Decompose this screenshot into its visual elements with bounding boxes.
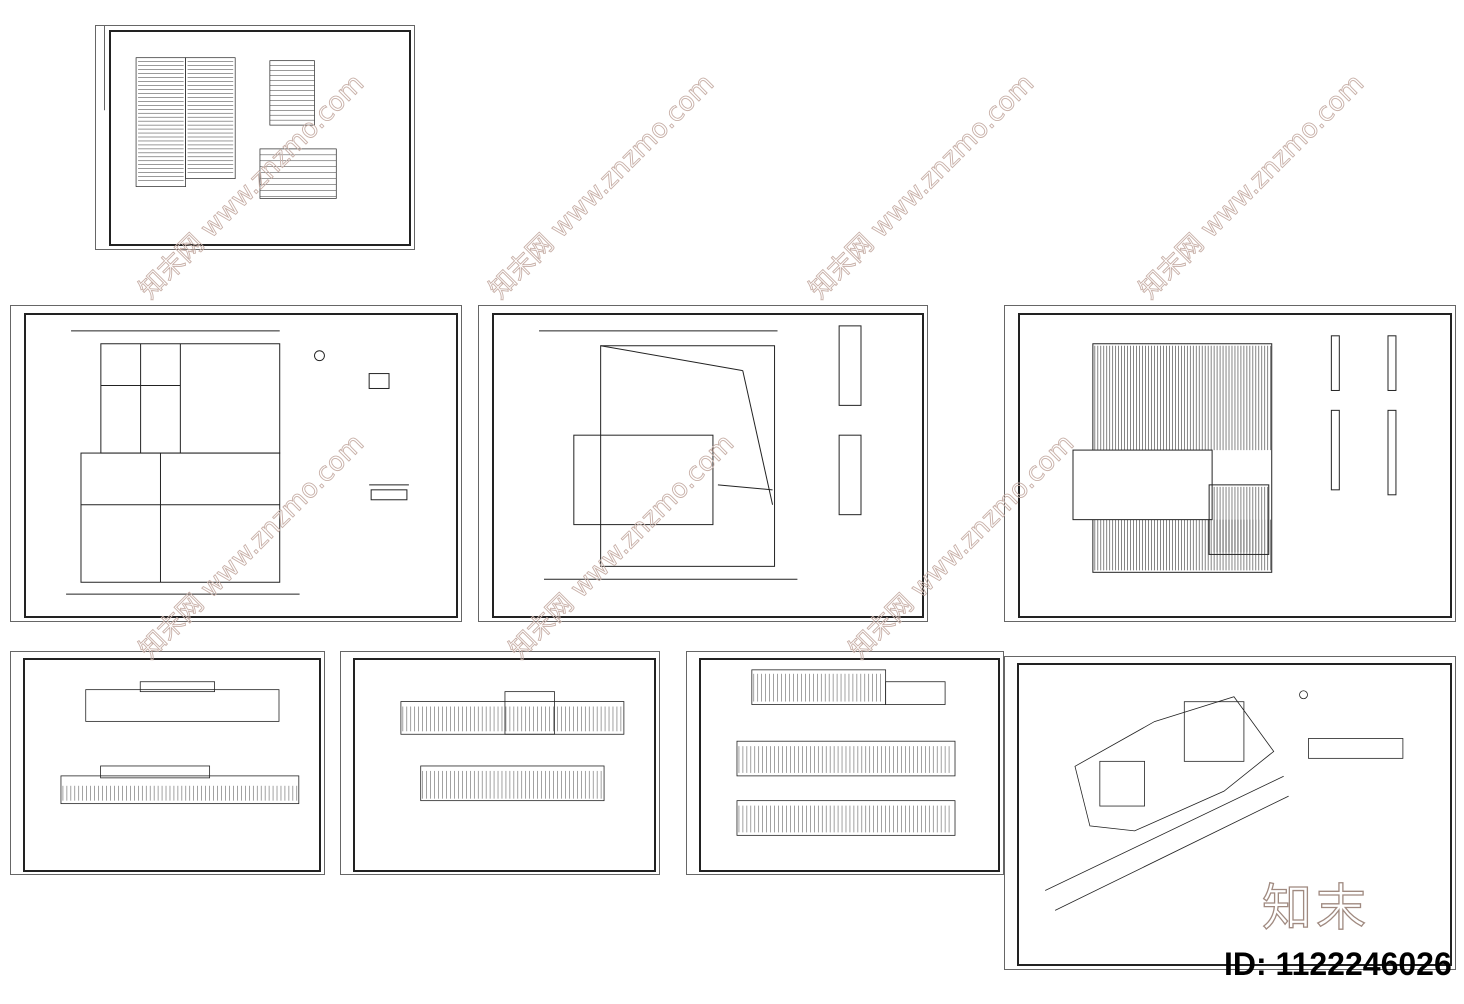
sheet-floor-plan-1 (10, 305, 462, 622)
floor-plan-1-drawing (66, 330, 409, 595)
sheet-elevations-b (340, 651, 660, 875)
sheet-site-plan (1004, 656, 1456, 970)
id-label: ID: 1122246026 (1224, 946, 1452, 982)
watermark-text: 知末网 www.znzmo.com (484, 69, 720, 305)
watermark-text: 知末网 www.znzmo.com (804, 69, 1040, 305)
elevations-b-drawing (400, 691, 625, 802)
sheet-sections (686, 651, 1004, 875)
sheet-design-notes (95, 25, 415, 250)
site-plan-drawing (1045, 690, 1404, 911)
elevations-a-drawing (60, 681, 300, 805)
brand-logo: 知末 (1261, 878, 1370, 937)
watermark-text: 知末网 www.znzmo.com (1134, 69, 1370, 305)
sheet-floor-plan-2 (478, 305, 928, 622)
sheet-roof-plan (1004, 305, 1456, 622)
roof-plan-drawing (1072, 335, 1397, 573)
floor-plan-2-drawing (539, 325, 862, 580)
sheet-elevations-a (10, 651, 325, 875)
design-notes-drawing (104, 26, 337, 199)
sections-drawing (736, 669, 956, 836)
